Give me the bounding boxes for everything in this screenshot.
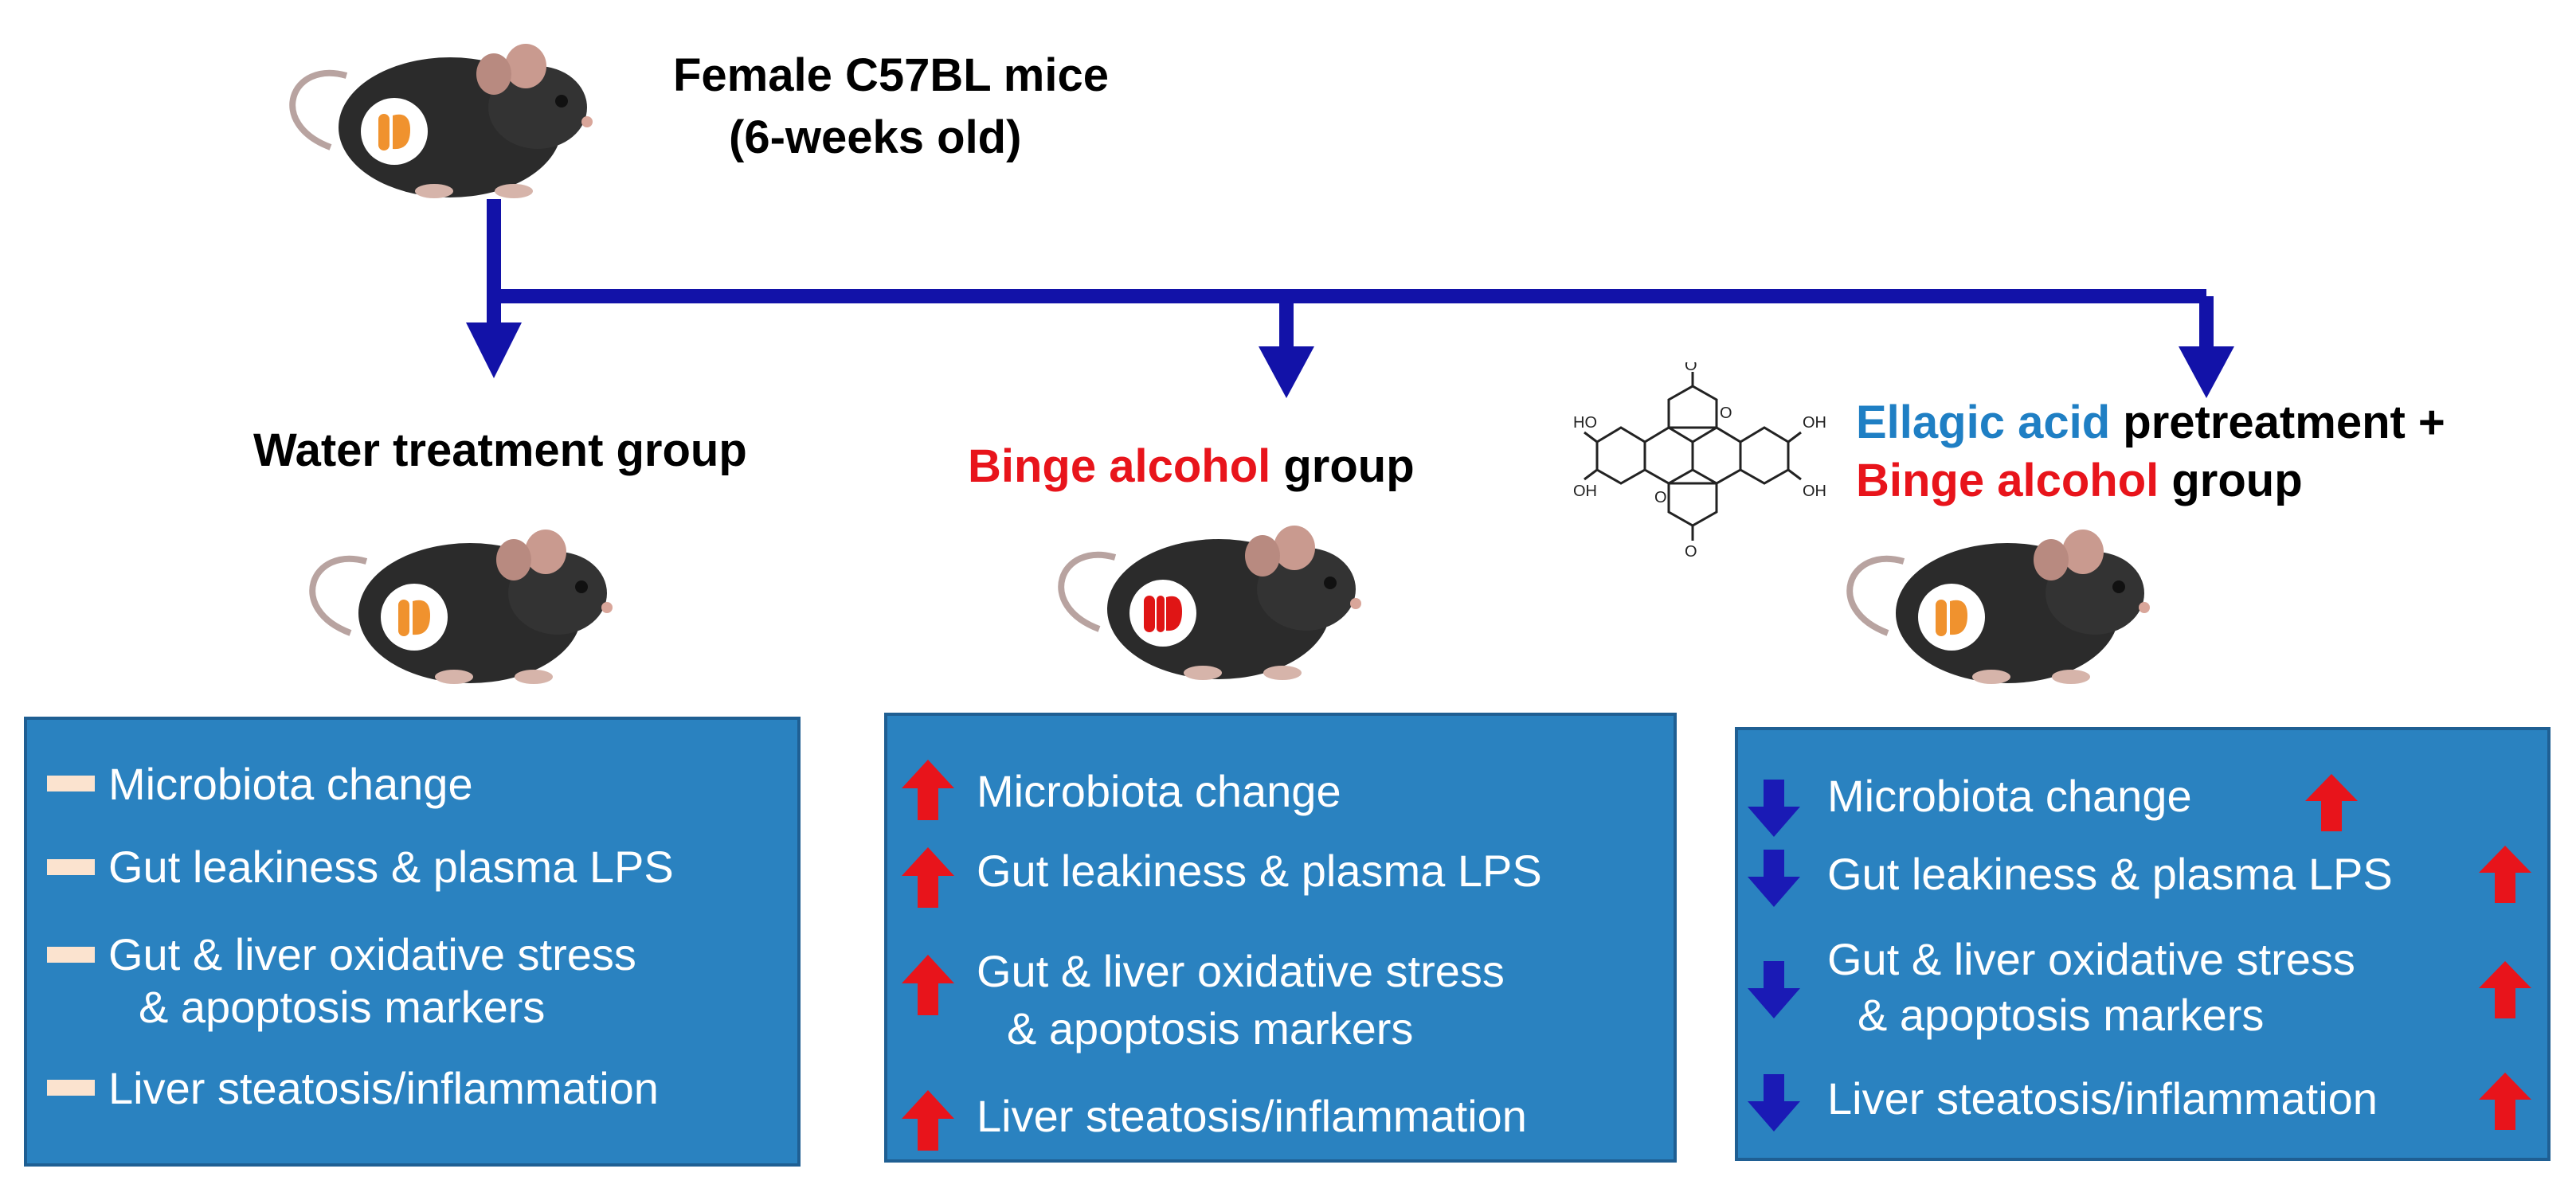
liver-icon (398, 600, 430, 636)
effect-label: Gut & liver oxidative stress (108, 929, 636, 979)
mouse-binge (1051, 510, 1370, 693)
arrowhead-right (2179, 346, 2234, 398)
liver-icon (378, 114, 410, 150)
effect-label: Microbiota change (1827, 771, 2192, 821)
liver-icon-damaged (1144, 596, 1182, 632)
effect-label: Microbiota change (108, 759, 473, 809)
cohort-title-line2: (6-weeks old) (729, 111, 1022, 163)
effect-label: & apoptosis markers (1007, 1003, 1414, 1053)
down-arrow-icon (1748, 961, 1800, 1018)
up-arrow-icon (902, 1090, 954, 1151)
effect-label: Gut leakiness & plasma LPS (108, 842, 674, 892)
effect-label: & apoptosis markers (1858, 990, 2265, 1040)
effect-label: Gut & liver oxidative stress (977, 946, 1505, 996)
svg-text:HO: HO (1573, 414, 1597, 432)
svg-text:OH: OH (1803, 414, 1826, 432)
no-change-bar (47, 776, 95, 791)
down-arrow-icon (1748, 850, 1800, 907)
effect-label: Liver steatosis/inflammation (1827, 1073, 2378, 1124)
effect-label: Liver steatosis/inflammation (977, 1091, 1527, 1141)
up-arrow-icon (2479, 961, 2531, 1018)
svg-text:O: O (1654, 489, 1667, 506)
down-arrow-icon (1748, 1074, 1800, 1132)
effects-box-water: Microbiota change Gut leakiness & plasma… (24, 717, 801, 1167)
mouse-ellagic (1840, 514, 2159, 697)
mouse-top (283, 28, 601, 211)
up-arrow-icon (2479, 846, 2531, 903)
svg-text:O: O (1685, 362, 1697, 374)
arrowhead-left (466, 322, 522, 378)
ellagic-acid-structure: O O O O HO OH OH OH (1573, 357, 1836, 569)
effect-label: Microbiota change (977, 766, 1341, 816)
mouse-water (303, 514, 621, 697)
no-change-bar (47, 947, 95, 963)
effect-label: Gut leakiness & plasma LPS (1827, 849, 2393, 899)
no-change-bar (47, 1080, 95, 1096)
effect-label: Gut leakiness & plasma LPS (977, 846, 1542, 896)
effect-label: Liver steatosis/inflammation (108, 1063, 659, 1113)
cohort-title-line1: Female C57BL mice (673, 49, 1109, 101)
arrowhead-middle (1259, 346, 1314, 398)
effect-label: Gut & liver oxidative stress (1827, 934, 2355, 984)
group-title-ellagic: Ellagic acid pretreatment + Binge alcoho… (1856, 397, 2445, 506)
up-arrow-icon (2479, 1073, 2531, 1130)
svg-text:OH: OH (1573, 483, 1597, 500)
effects-box-ellagic: Microbiota change Gut leakiness & plasma… (1735, 727, 2551, 1161)
up-arrow-icon (902, 847, 954, 908)
down-arrow-icon (1748, 780, 1800, 837)
up-arrow-icon (902, 955, 954, 1015)
liver-icon (1936, 600, 1967, 636)
effect-label: & apoptosis markers (139, 982, 546, 1032)
svg-text:O: O (1720, 405, 1732, 422)
group-title-binge: Binge alcohol group (968, 440, 1415, 492)
no-change-bar (47, 859, 95, 875)
group-title-water: Water treatment group (253, 424, 747, 476)
up-arrow-icon (902, 760, 954, 820)
svg-text:O: O (1685, 543, 1697, 561)
up-arrow-icon (2305, 774, 2358, 831)
svg-text:OH: OH (1803, 483, 1826, 500)
effects-box-binge: Microbiota change Gut leakiness & plasma… (884, 713, 1677, 1163)
